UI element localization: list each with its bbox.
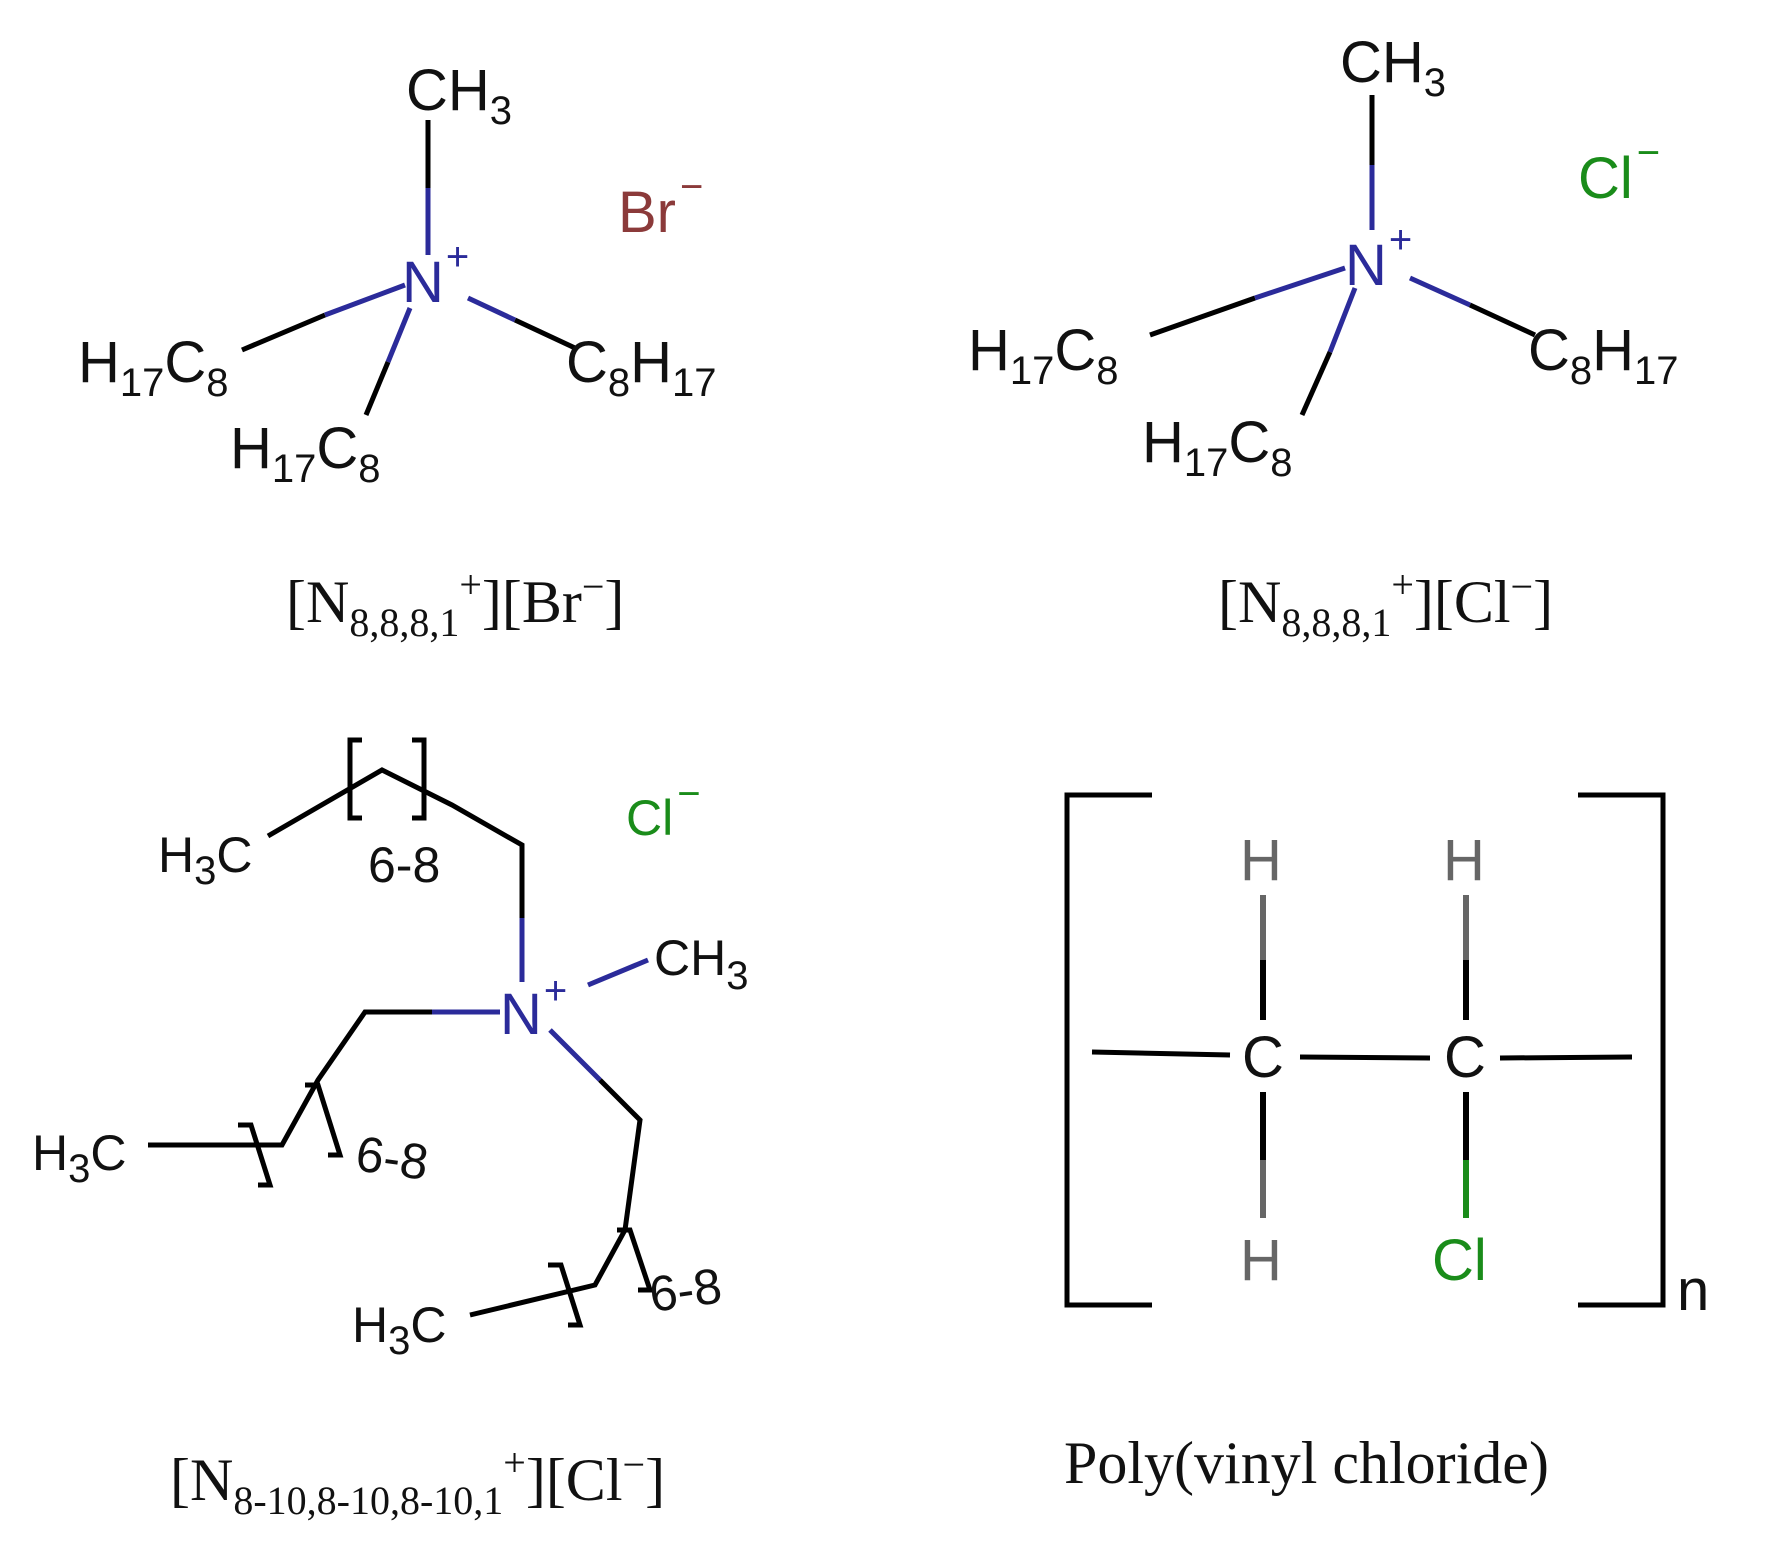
top-chain-repeat-label: 6-8 [368,837,440,893]
bond-bottom-outer [363,361,391,416]
bottom-chain-n-bond [548,1028,602,1082]
bottom-alkyl-chain [469,1078,643,1318]
bottom-octyl-label: H17C8 [1142,410,1293,485]
caption-pvc: Poly(vinyl chloride) [1064,1430,1549,1496]
carbon-right: C [1444,1025,1486,1090]
nitrogen-label: N+ [402,235,469,315]
structure-pvc: H H C C H Cl n Poly(vinyl chloride) [1064,792,1709,1496]
caption-n8881-chloride: [N8,8,8,1+][Cl−] [1218,562,1553,645]
h-bottom: H [1240,1228,1282,1293]
backbone-right [1499,1054,1633,1061]
nitrogen-label: N+ [1345,218,1412,298]
top-repeat-bracket-left [347,737,362,821]
top-alkyl-chain [266,767,525,918]
bond-left-inner [1254,265,1346,301]
bond-right-inner [466,295,517,323]
h-top-left: H [1240,828,1282,893]
bottom-chain-methyl-label: H3C [352,1297,446,1363]
structure-n8881-chloride: CH3 N+ Cl− H17C8 C8H17 H17C8 [N8,8,8,1+]… [968,30,1679,645]
bromide-label: Br− [618,165,703,245]
bond-left-outer [241,312,326,353]
bond-left-outer [1149,295,1256,338]
middle-repeat-bracket-bottom [238,1122,274,1188]
bottom-repeat-bracket-top [617,1227,654,1293]
middle-chain-methyl-label: H3C [32,1125,126,1191]
structure-n8881-bromide: CH3 N+ Br− H17C8 C8H17 H17C8 [N8,8,8,1+]… [78,58,717,645]
middle-alkyl-chain [148,1009,432,1148]
chlorine-label: Cl [1432,1228,1487,1293]
caption-mixed-chloride: [N8-10,8-10,8-10,1+][Cl−] [170,1440,665,1523]
middle-chain-repeat-label: 6-8 [352,1125,431,1191]
bond-right-outer [513,317,577,351]
bottom-chain-repeat-label: 6-8 [646,1257,725,1323]
methyl-label: CH3 [654,930,748,998]
bond-left-inner [324,282,406,318]
backbone-left [1091,1049,1231,1058]
methyl-label: CH3 [1340,30,1446,105]
caption-n8881-bromide: [N8,8,8,1+][Br−] [286,562,624,645]
structure-mixed-chloride: Cl− CH3 N+ H3C 6-8 H3C 6-8 H3C 6-8 [N8-1… [32,737,748,1523]
right-octyl-label: C8H17 [566,330,717,405]
bond-right-inner [1408,275,1472,308]
methyl-bond [587,957,649,988]
nitrogen-label: N+ [500,969,567,1047]
chloride-label: Cl− [1578,131,1660,211]
bond-bottom-inner [385,307,413,363]
left-octyl-label: H17C8 [78,330,229,405]
bond-right-outer [1468,302,1537,338]
bond-bottom-inner [1327,287,1358,353]
repeat-bracket-right [1578,792,1666,1308]
repeat-n-label: n [1677,1258,1709,1323]
backbone-middle [1299,1054,1431,1061]
middle-repeat-bracket-top [305,1082,344,1158]
repeat-bracket-left [1064,792,1152,1308]
carbon-left: C [1242,1025,1284,1090]
bottom-repeat-bracket-bottom [548,1262,584,1328]
bond-bottom-outer [1299,350,1333,417]
top-chain-methyl-label: H3C [158,827,252,893]
top-repeat-bracket-right [412,737,427,821]
h-top-right: H [1443,828,1485,893]
methyl-label: CH3 [406,58,512,133]
bottom-octyl-label: H17C8 [230,416,381,491]
right-octyl-label: C8H17 [1528,318,1679,393]
chloride-label: Cl− [626,772,701,846]
left-octyl-label: H17C8 [968,318,1119,393]
